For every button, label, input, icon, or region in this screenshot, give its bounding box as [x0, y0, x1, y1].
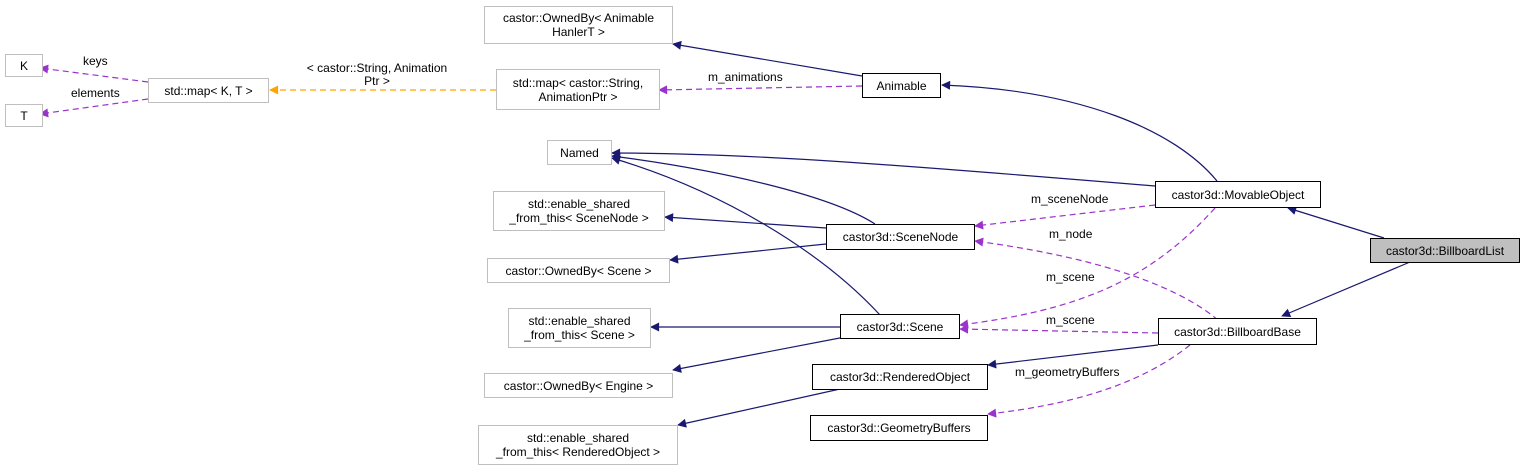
edge-maps-keys	[39, 64, 149, 83]
node-scene[interactable]: castor3d::Scene	[840, 314, 960, 339]
edge-label-m-animations: m_animations	[708, 70, 783, 84]
edge-label-m-scene-2: m_scene	[1046, 313, 1095, 327]
edge-animable-ownedby	[672, 40, 863, 77]
node-t[interactable]: T	[5, 104, 43, 127]
edge-movable-animable	[941, 80, 1218, 182]
edge-label-m-scenenode: m_sceneNode	[1031, 192, 1109, 206]
edge-scenenode-enableshared	[664, 213, 827, 229]
edge-scenenode-named	[611, 152, 876, 225]
edge-movable-named	[611, 148, 1156, 187]
node-animable[interactable]: Animable	[862, 73, 941, 98]
node-std-map-kt[interactable]: std::map< K, T >	[148, 78, 269, 103]
edge-label-elements: elements	[71, 86, 120, 100]
node-named[interactable]: Named	[547, 140, 612, 165]
edge-movable-scenenode	[974, 204, 1156, 230]
node-rendered-object[interactable]: castor3d::RenderedObject	[812, 364, 988, 390]
node-k[interactable]: K	[5, 54, 43, 77]
node-movable-object[interactable]: castor3d::MovableObject	[1155, 181, 1321, 208]
edge-base-node	[974, 237, 1219, 321]
edge-scene-ownedby	[672, 336, 846, 373]
node-geometry-buffers[interactable]: castor3d::GeometryBuffers	[810, 415, 988, 441]
edge-movable-scene	[959, 207, 1216, 329]
edge-rendered-enableshared	[677, 388, 841, 428]
node-enable-shared-scenenode[interactable]: std::enable_shared _from_this< SceneNode…	[493, 191, 665, 231]
node-enable-shared-scene[interactable]: std::enable_shared _from_this< Scene >	[508, 308, 651, 348]
node-owned-by-animable[interactable]: castor::OwnedBy< Animable HanlerT >	[484, 6, 673, 44]
node-owned-by-engine[interactable]: castor::OwnedBy< Engine >	[484, 373, 673, 398]
edge-label-m-node: m_node	[1049, 227, 1093, 241]
edge-label-template-args: < castor::String, Animation Ptr >	[306, 61, 448, 88]
edge-label-m-geometrybuffers: m_geometryBuffers	[1015, 365, 1120, 379]
edge-animable-animations	[658, 85, 863, 95]
node-std-map-animation[interactable]: std::map< castor::String, AnimationPtr >	[496, 69, 660, 110]
node-scenenode[interactable]: castor3d::SceneNode	[826, 224, 975, 250]
edge-list-base	[1281, 261, 1411, 317]
node-enable-shared-rendered[interactable]: std::enable_shared _from_this< RenderedO…	[478, 425, 678, 465]
node-owned-by-scene[interactable]: castor::OwnedBy< Scene >	[487, 258, 670, 283]
node-billboard-base[interactable]: castor3d::BillboardBase	[1158, 318, 1317, 345]
edge-list-movable	[1287, 206, 1385, 239]
edge-base-rendered	[987, 344, 1159, 369]
edge-scene-named	[611, 155, 881, 316]
edge-label-keys: keys	[83, 54, 108, 68]
edge-base-geometry	[987, 344, 1191, 418]
node-billboard-list[interactable]: castor3d::BillboardList	[1370, 238, 1520, 263]
edge-maps-elements	[39, 98, 149, 118]
edge-base-scene	[959, 324, 1159, 334]
edge-label-m-scene-1: m_scene	[1046, 270, 1095, 284]
edge-scenenode-ownedby	[669, 243, 827, 264]
